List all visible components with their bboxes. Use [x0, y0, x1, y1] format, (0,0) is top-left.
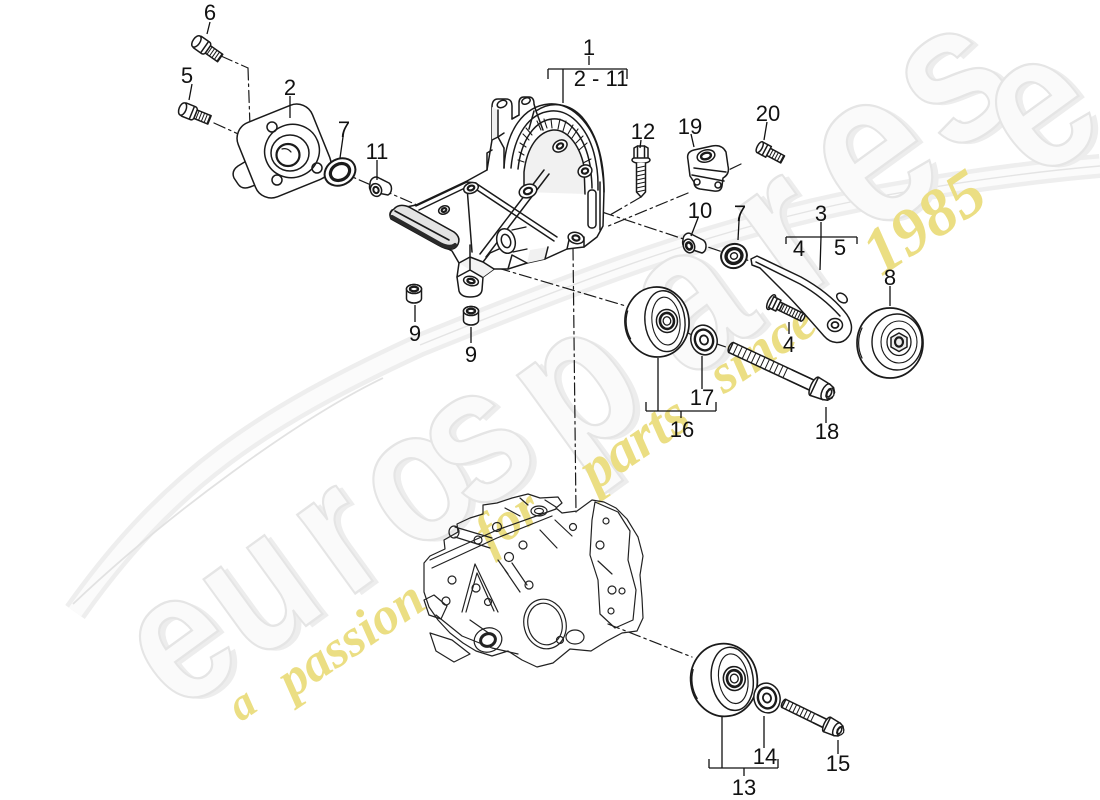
svg-text:5: 5	[181, 63, 193, 88]
svg-text:7: 7	[338, 117, 350, 142]
svg-text:9: 9	[409, 321, 421, 346]
svg-text:8: 8	[884, 265, 896, 290]
svg-text:16: 16	[670, 417, 694, 442]
svg-text:19: 19	[678, 114, 702, 139]
svg-text:2 - 11: 2 - 11	[574, 66, 629, 91]
svg-text:11: 11	[366, 139, 389, 164]
svg-text:20: 20	[756, 101, 780, 126]
svg-text:3: 3	[815, 201, 827, 226]
svg-text:2: 2	[284, 75, 296, 100]
svg-text:4: 4	[793, 236, 805, 261]
svg-text:18: 18	[815, 419, 839, 444]
svg-text:7: 7	[734, 201, 746, 226]
svg-text:5: 5	[834, 235, 846, 260]
svg-text:1: 1	[583, 35, 595, 60]
svg-text:9: 9	[465, 342, 477, 367]
svg-text:10: 10	[688, 198, 712, 223]
svg-text:14: 14	[753, 744, 777, 769]
svg-text:12: 12	[631, 119, 655, 144]
svg-text:13: 13	[732, 775, 756, 800]
svg-text:15: 15	[826, 751, 850, 776]
svg-text:4: 4	[783, 332, 795, 357]
svg-text:17: 17	[690, 385, 714, 410]
svg-text:6: 6	[204, 0, 216, 25]
